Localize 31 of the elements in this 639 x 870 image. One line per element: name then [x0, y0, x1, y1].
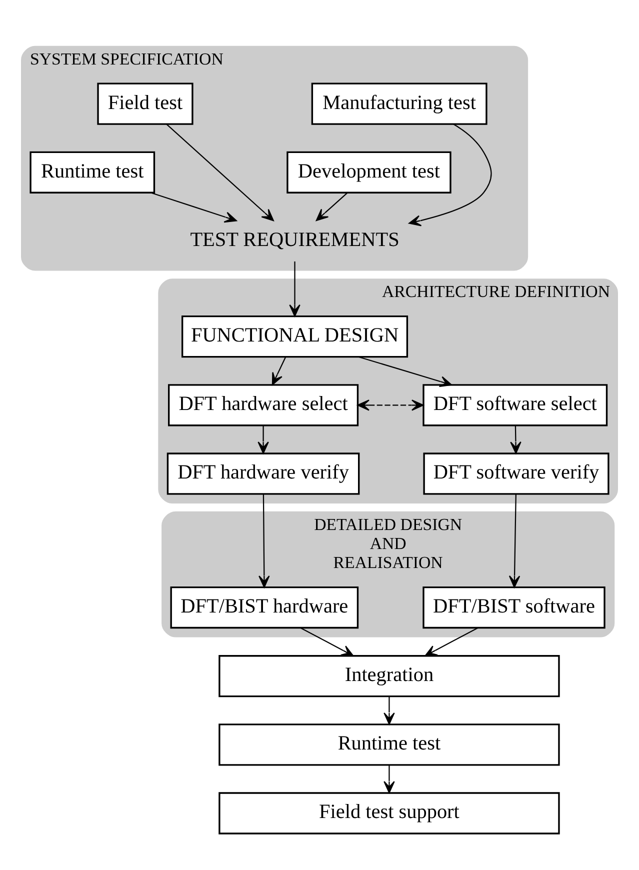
arrow [272, 356, 286, 385]
arrow [384, 764, 395, 793]
node-box: Field test support [218, 792, 560, 834]
arrow [384, 696, 395, 724]
arrow [289, 260, 300, 316]
node-box: Manufacturing test [311, 82, 488, 124]
node-box: Integration [218, 654, 560, 697]
node-box: DFT software select [422, 384, 608, 426]
node-box: Runtime test [218, 723, 560, 766]
arrow [258, 493, 270, 588]
arrow [300, 626, 354, 656]
node-box: Development test [286, 150, 452, 193]
arrow [316, 192, 348, 221]
node-box: DFT software verify [423, 452, 610, 494]
node-box: DFT hardware verify [166, 452, 360, 494]
node-box: DFT hardware select [168, 384, 359, 426]
node-box: DFT/BIST software [422, 586, 606, 628]
node-box: FUNCTIONAL DESIGN [182, 314, 408, 358]
arrow [508, 493, 520, 588]
node-box: Field test [97, 82, 194, 124]
node-box: Runtime test [30, 150, 156, 193]
arrow [358, 356, 452, 387]
arrow [150, 192, 237, 222]
arrow [424, 626, 478, 656]
arrow [357, 399, 424, 410]
arrow [258, 424, 269, 454]
node-box: DFT/BIST hardware [170, 586, 359, 628]
arrow [510, 424, 522, 454]
arrow [166, 123, 274, 221]
arrow [408, 123, 492, 226]
node-text: TEST REQUIREMENTS [190, 228, 400, 250]
